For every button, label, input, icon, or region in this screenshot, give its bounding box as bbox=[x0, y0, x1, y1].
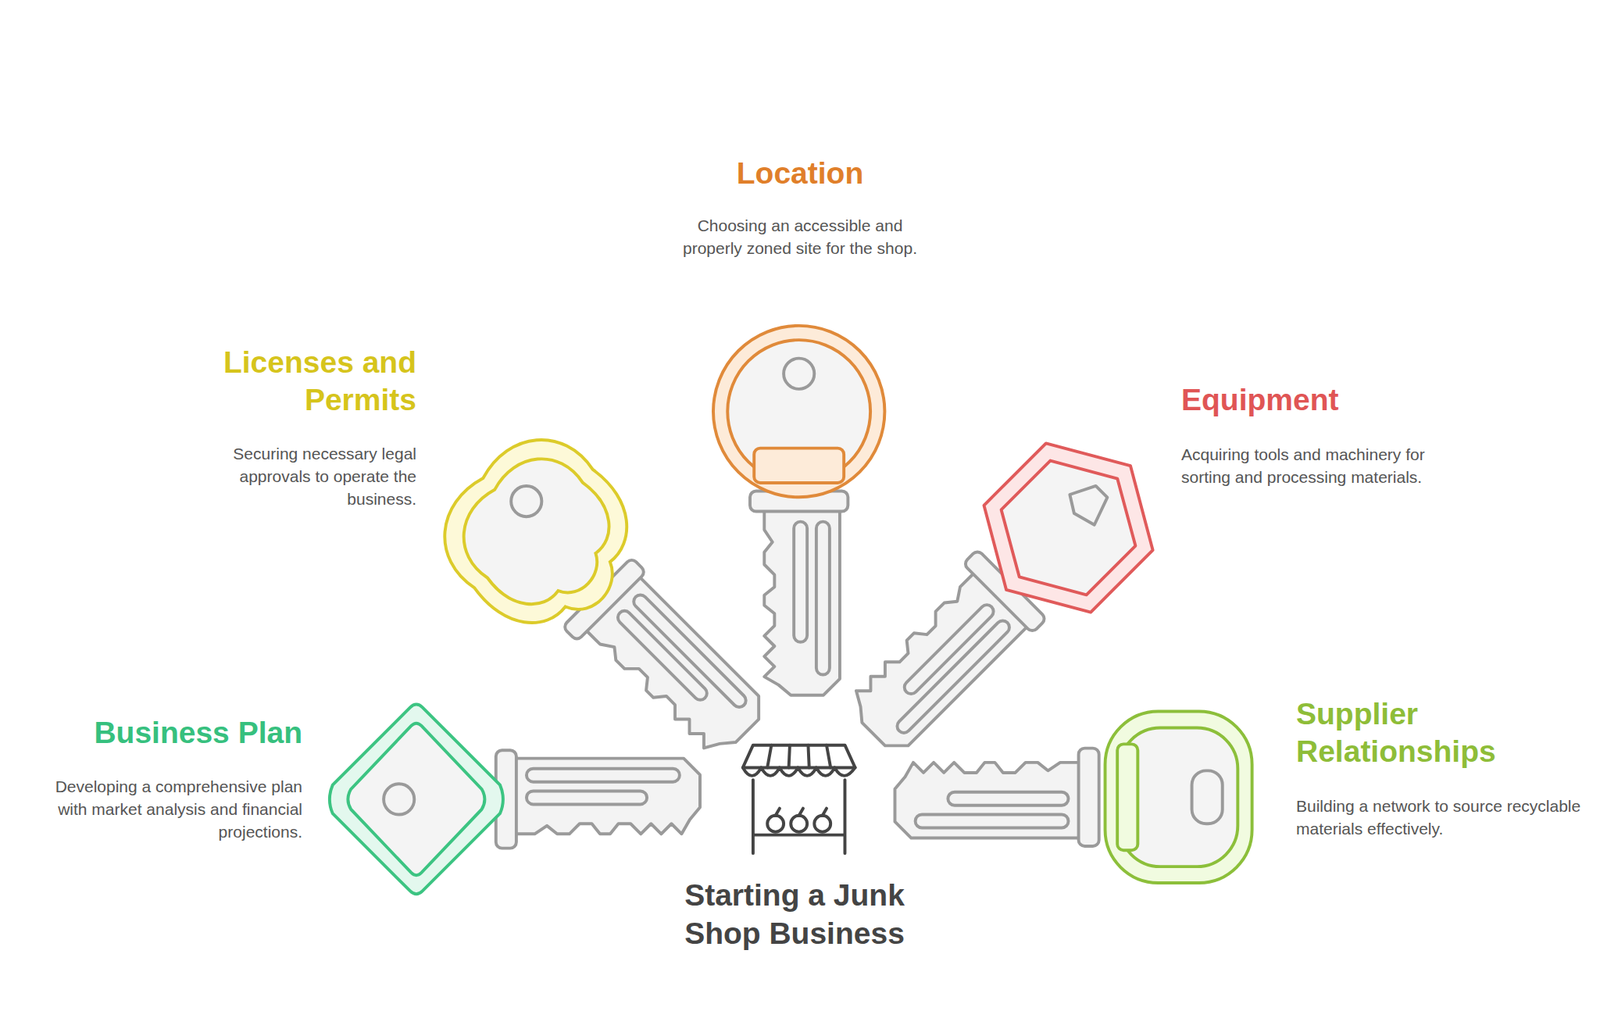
diagram-title: Starting a Junk Shop Business bbox=[650, 875, 940, 953]
key-caption: Business PlanDeveloping a comprehensive … bbox=[52, 714, 303, 843]
supplier-key bbox=[894, 711, 1252, 883]
licenses-key bbox=[420, 415, 802, 797]
key-heading: Supplier Relationships bbox=[1296, 695, 1586, 771]
location-key bbox=[713, 325, 885, 696]
shop-icon bbox=[742, 745, 856, 854]
key-heading: Location bbox=[671, 154, 929, 193]
key-heading: Equipment bbox=[1181, 381, 1447, 419]
key-heading: Business Plan bbox=[52, 714, 303, 752]
key-description: Choosing an accessible and properly zone… bbox=[671, 214, 929, 260]
key-heading: Licenses and Permits bbox=[189, 343, 417, 419]
key-caption: Licenses and PermitsSecuring necessary l… bbox=[189, 343, 417, 511]
key-description: Building a network to source recyclable … bbox=[1296, 794, 1586, 840]
key-description: Acquiring tools and machinery for sortin… bbox=[1181, 442, 1447, 489]
key-caption: Supplier RelationshipsBuilding a network… bbox=[1296, 695, 1586, 840]
key-description: Securing necessary legal approvals to op… bbox=[189, 442, 417, 511]
key-caption: LocationChoosing an accessible and prope… bbox=[671, 154, 929, 260]
business-plan-key bbox=[329, 703, 700, 894]
key-description: Developing a comprehensive plan with mar… bbox=[52, 775, 303, 843]
key-caption: EquipmentAcquiring tools and machinery f… bbox=[1181, 381, 1447, 489]
